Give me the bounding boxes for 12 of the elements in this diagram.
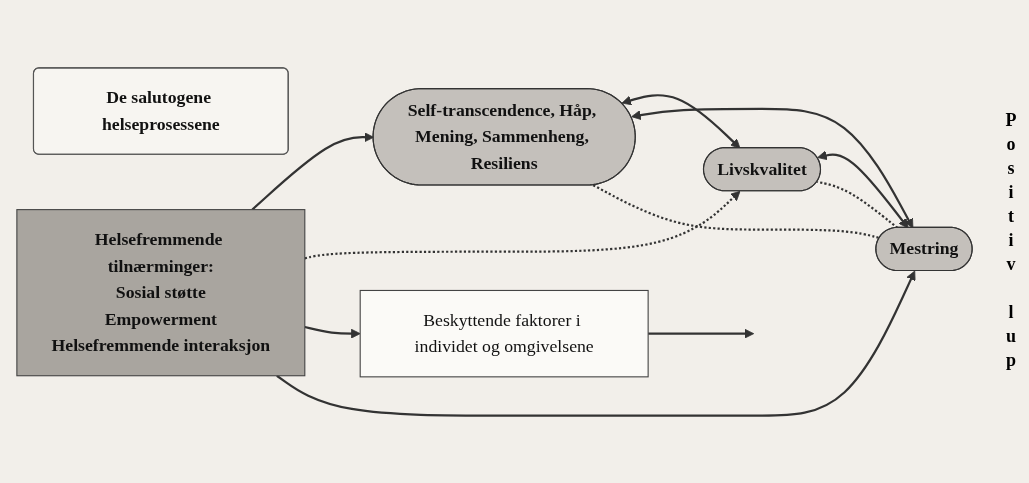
arrow: [817, 150, 909, 229]
arrow: [621, 93, 741, 149]
connector: [817, 180, 899, 229]
vertical-note: Positiv lup: [1000, 109, 1021, 374]
arrow: [304, 190, 741, 260]
node-box: Beskyttende faktorer i individet og omgivelsene: [359, 289, 649, 378]
connector: [592, 183, 880, 239]
arrow: [304, 325, 361, 339]
arrow: [276, 270, 916, 417]
node-box: Helsefremmende tilnærminger: Sosial støtte Empowerment Helsefremmende interaksjon: [16, 208, 306, 377]
arrow: [631, 107, 914, 229]
arrow: [648, 328, 755, 339]
